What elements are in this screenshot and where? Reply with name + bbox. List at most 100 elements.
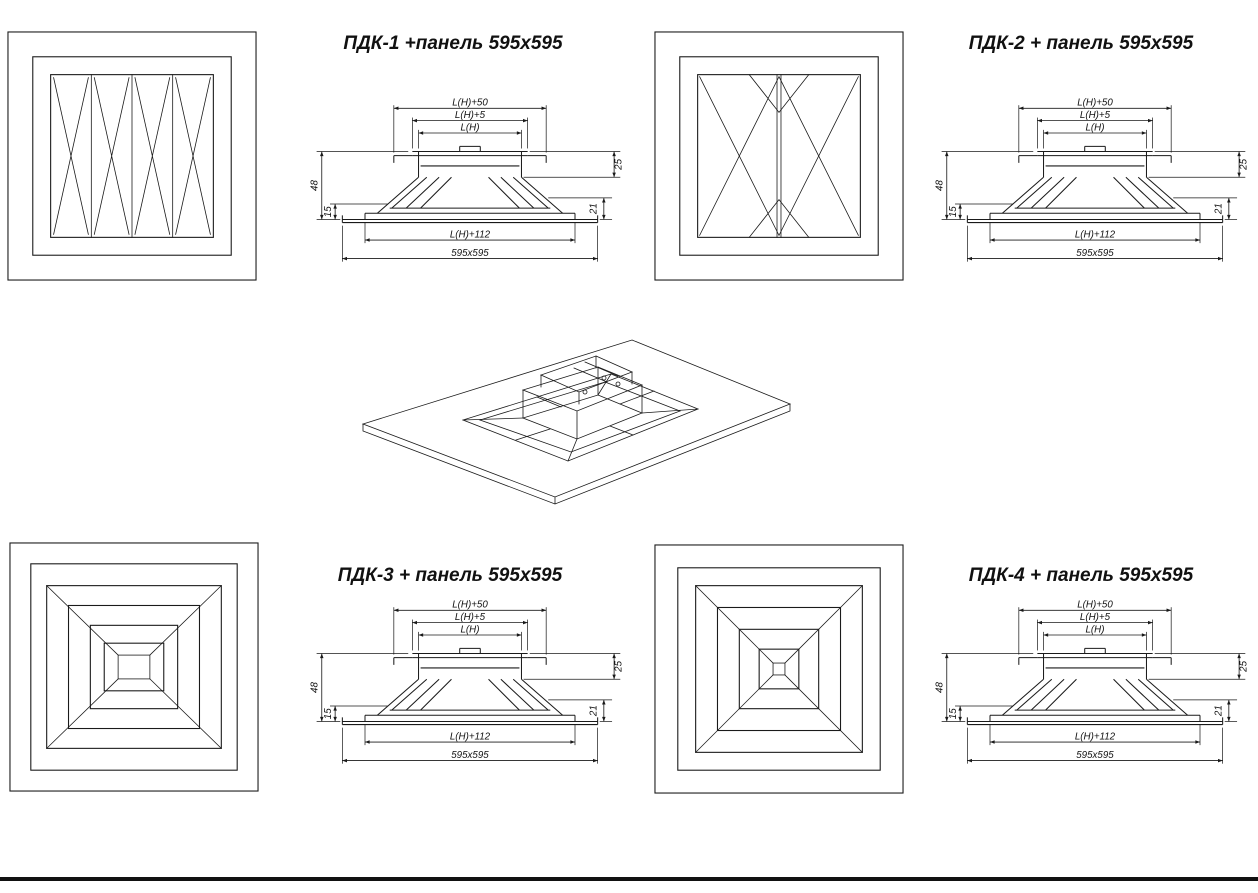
dim-arrow (541, 106, 547, 111)
section-line (391, 176, 428, 209)
dim-arrow (320, 716, 324, 722)
dim-arrow (990, 238, 995, 242)
dim-label: L(H)+50 (1077, 600, 1113, 611)
dim-label: 25 (613, 660, 624, 672)
section-line (1113, 176, 1145, 209)
panel-title-pdk1: ПДК-1 +панель 595х595 (343, 33, 563, 54)
dim-label: L(H)+5 (1080, 612, 1111, 623)
dim-label: L(H)+5 (455, 612, 486, 623)
dim-label: 25 (1238, 660, 1249, 672)
dim-arrow (516, 131, 522, 135)
dim-label: L(H) (461, 122, 480, 133)
dim-label: L(H)+112 (450, 229, 491, 240)
dim-arrow (333, 214, 337, 220)
section-line (420, 176, 452, 209)
dim-arrow (1227, 699, 1231, 705)
dim-arrow (602, 699, 606, 705)
dim-arrow (1227, 197, 1231, 203)
dim-arrow (365, 740, 370, 744)
dim-arrow (333, 706, 337, 711)
dim-arrow (945, 716, 949, 722)
dim-arrow (1141, 633, 1147, 637)
dim-arrow (1237, 172, 1241, 178)
section-line (1045, 678, 1077, 711)
dim-arrow (570, 740, 575, 744)
dim-arrow (1237, 151, 1241, 157)
dim-arrow (1227, 716, 1231, 722)
dim-arrow (945, 214, 949, 220)
dim-arrow (1195, 740, 1200, 744)
dim-arrow (333, 716, 337, 722)
dim-label: L(H)+5 (455, 110, 486, 121)
pdk3-front-view (9, 542, 259, 792)
dim-label: 595х595 (1076, 750, 1114, 761)
pdk2-grille (654, 31, 904, 281)
dim-label: 15 (948, 206, 959, 217)
dim-arrow (342, 758, 347, 763)
section-line (1137, 176, 1174, 209)
dim-arrow (612, 674, 616, 680)
dim-arrow (1018, 106, 1024, 111)
dim-label: 25 (613, 158, 624, 170)
dim-arrow (570, 238, 575, 242)
section-line (1016, 176, 1053, 209)
dim-arrow (342, 256, 347, 261)
section-line (500, 176, 535, 209)
dim-arrow (990, 740, 995, 744)
section-line (1016, 678, 1053, 711)
dim-arrow (593, 758, 598, 763)
dim-arrow (945, 151, 949, 157)
dim-arrow (1166, 608, 1172, 613)
dim-label: 25 (1238, 158, 1249, 170)
section-line (1125, 176, 1160, 209)
section-line (420, 678, 452, 711)
dim-arrow (1148, 118, 1153, 123)
dim-label: L(H)+112 (1075, 731, 1116, 742)
panel-title-pdk2: ПДК-2 + панель 595х595 (968, 33, 1194, 54)
dim-arrow (1148, 620, 1153, 625)
dim-arrow (1218, 758, 1223, 763)
section-line (500, 678, 535, 711)
panel-title-pdk4: ПДК-4 + панель 595х595 (968, 565, 1194, 586)
dim-arrow (333, 204, 337, 209)
dim-label: 595х595 (1076, 248, 1114, 259)
dim-label: 48 (935, 180, 946, 191)
dim-arrow (365, 238, 370, 242)
dim-label: 48 (310, 180, 321, 191)
dim-arrow (1195, 238, 1200, 242)
dim-label: 15 (323, 206, 334, 217)
dim-arrow (516, 633, 522, 637)
dim-arrow (418, 131, 424, 135)
section-line (1002, 678, 1044, 716)
section-line (1125, 678, 1160, 711)
dim-arrow (320, 653, 324, 659)
dim-label: 15 (323, 708, 334, 719)
dim-arrow (541, 608, 547, 613)
dim-arrow (393, 608, 399, 613)
dim-label: L(H)+112 (450, 731, 491, 742)
dim-label: L(H)+50 (452, 600, 488, 611)
dim-arrow (320, 214, 324, 220)
dim-arrow (602, 716, 606, 722)
pdk4-front-view (654, 544, 904, 794)
dim-arrow (412, 620, 417, 625)
dim-arrow (593, 256, 598, 261)
section-line (1002, 176, 1044, 214)
section-line (512, 678, 549, 711)
section-line (521, 176, 563, 214)
dim-label: 21 (1214, 705, 1225, 717)
dim-arrow (1037, 620, 1042, 625)
section-line (1113, 678, 1145, 711)
pdk3-grille (9, 542, 259, 792)
section-line (488, 176, 520, 209)
dim-arrow (612, 653, 616, 659)
dim-label: L(H)+112 (1075, 229, 1116, 240)
section-line (488, 678, 520, 711)
section-line (405, 176, 440, 209)
dim-label: 21 (589, 203, 600, 215)
